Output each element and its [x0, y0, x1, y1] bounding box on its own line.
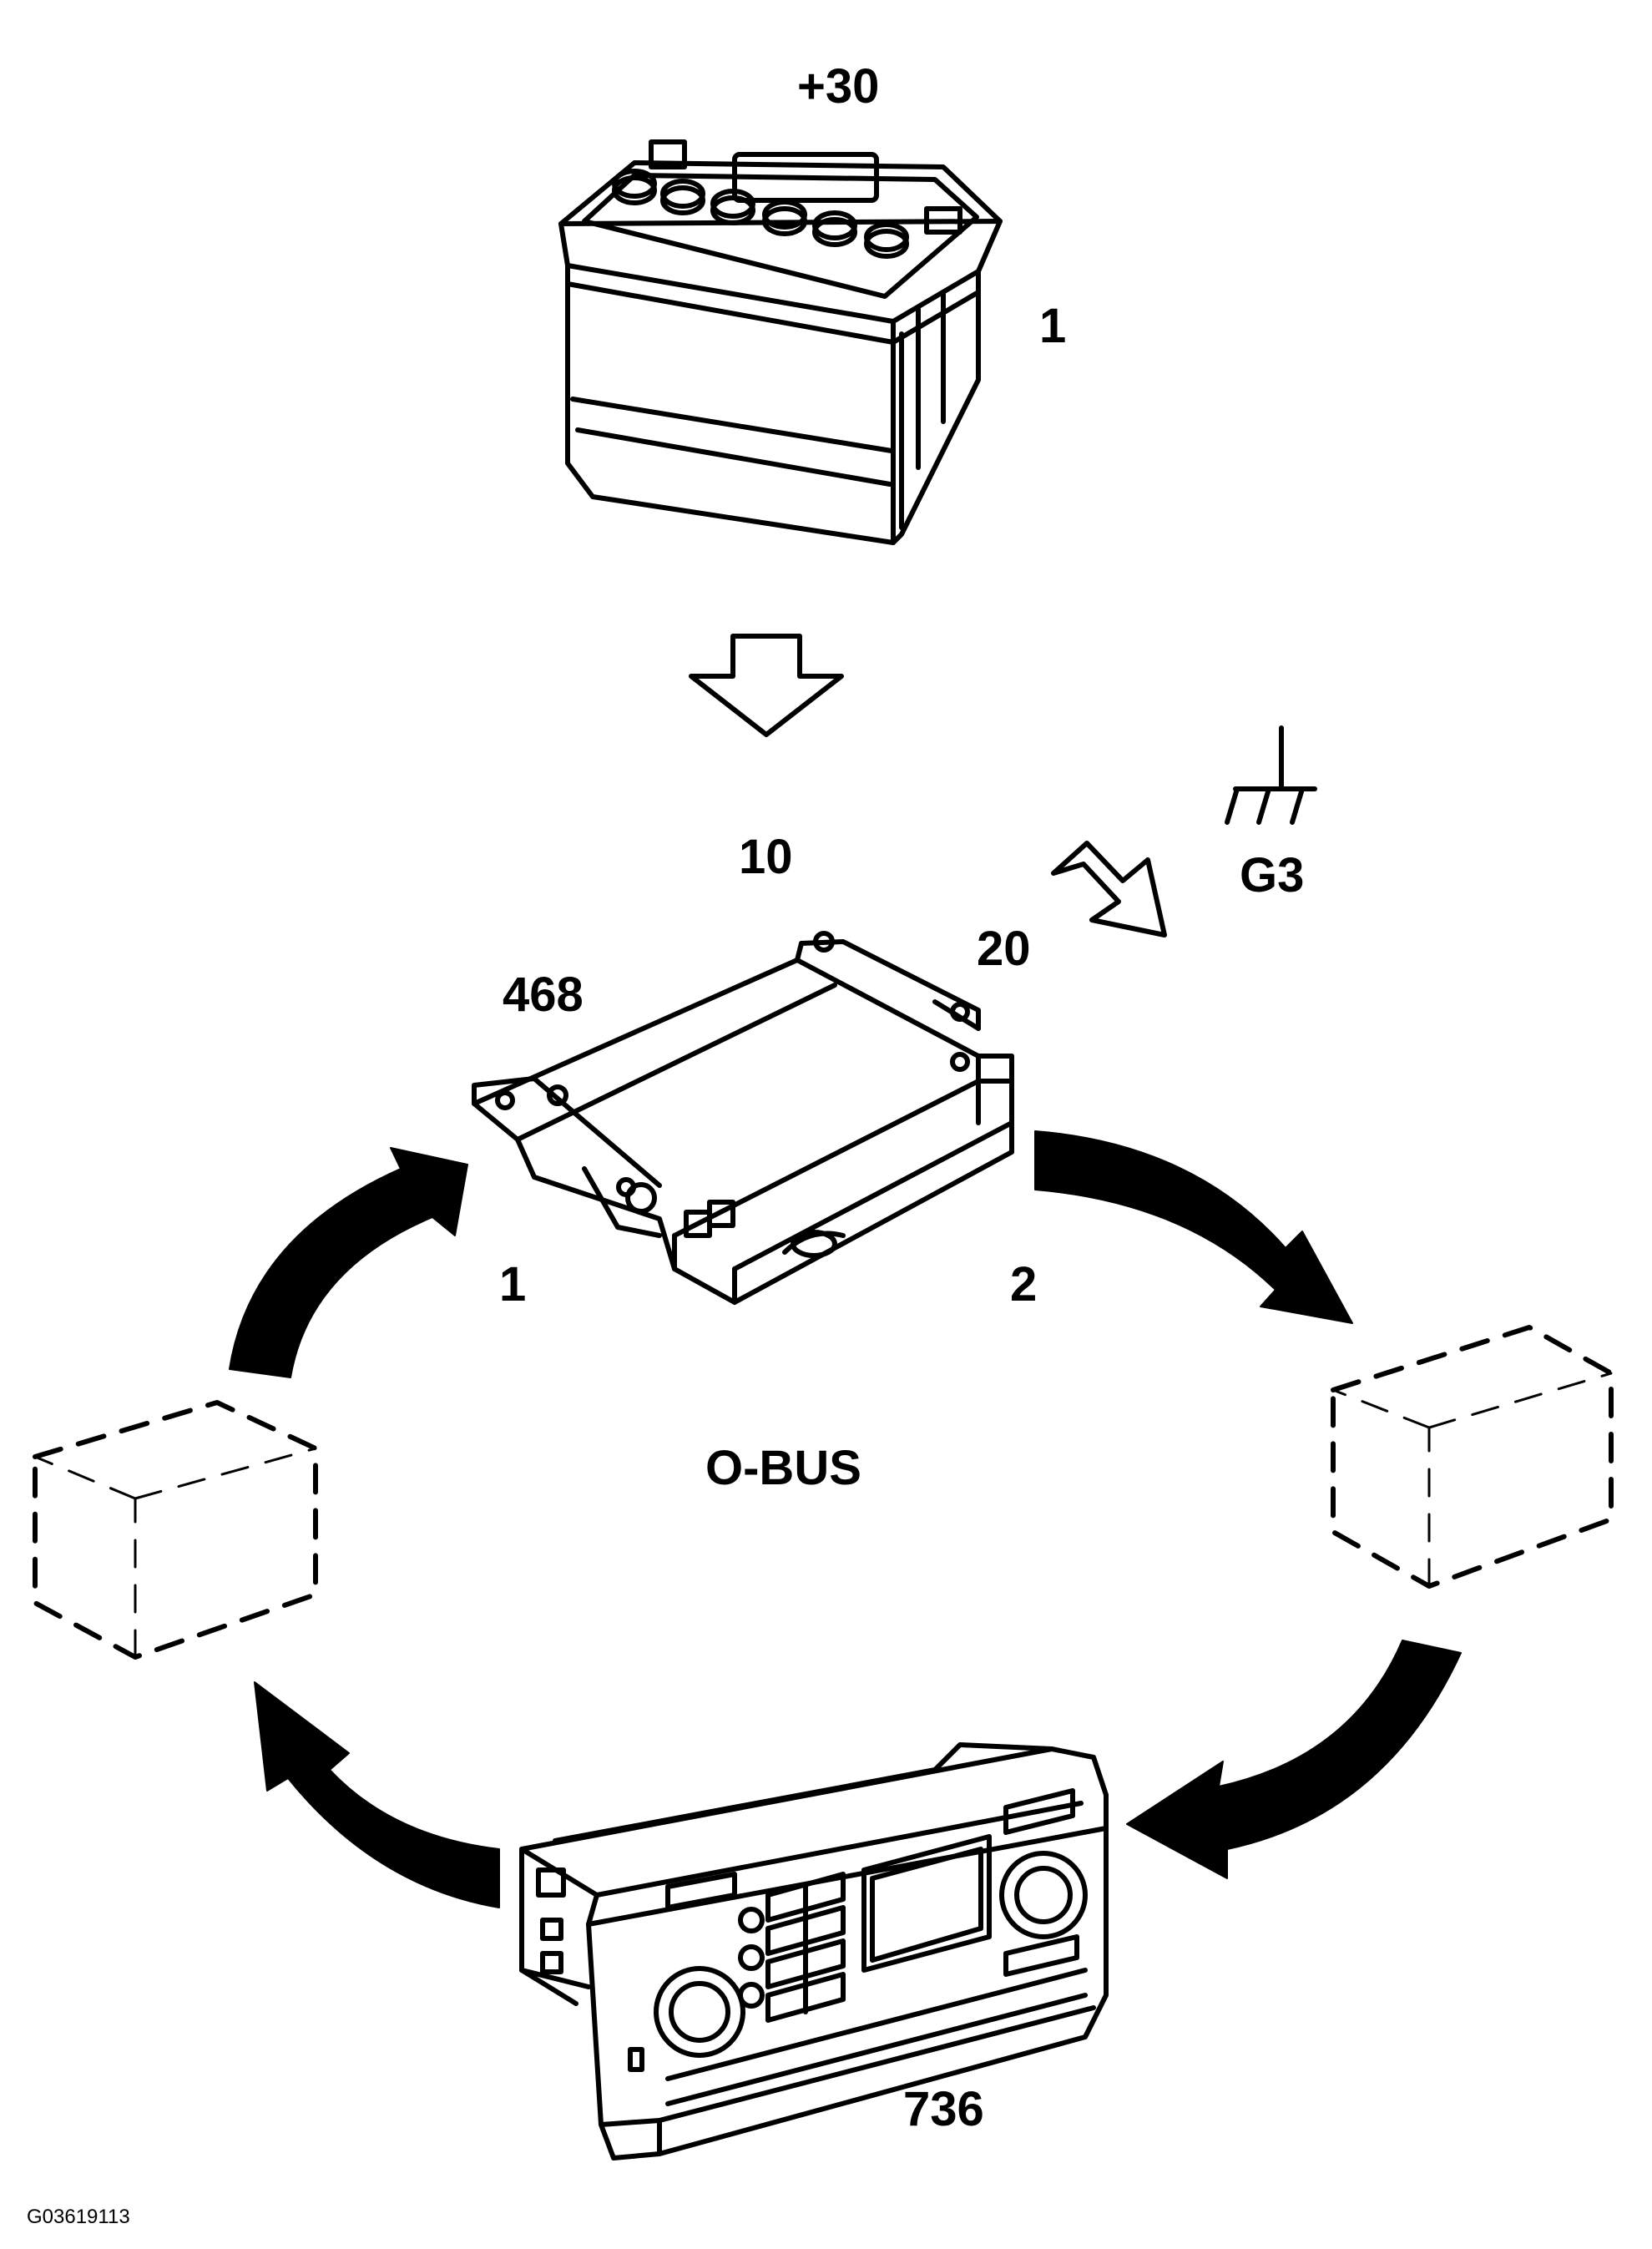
- bus-arrow-to-right-module-icon: [1034, 1130, 1353, 1324]
- module-box-right-icon: [1331, 1325, 1614, 1589]
- bus-name-label: O-BUS: [705, 1441, 861, 1495]
- control-unit-icon: [472, 931, 1014, 1305]
- battery-icon: [558, 139, 1003, 545]
- control-unit-pin-10-label: 10: [739, 830, 793, 884]
- bus-arrow-to-control-unit-icon: [229, 1147, 468, 1378]
- battery-number-label: 1: [1039, 299, 1067, 353]
- module-box-left-icon: [33, 1400, 318, 1660]
- radio-control-panel-icon: [519, 1742, 1109, 2161]
- control-unit-pin-20-label: 20: [977, 922, 1031, 976]
- bus-arrow-to-radio-icon: [1126, 1640, 1462, 1879]
- bus-arrow-to-left-module-icon: [254, 1681, 500, 1908]
- radio-number-label: 736: [903, 2082, 984, 2136]
- ground-name-label: G3: [1240, 848, 1305, 902]
- battery-terminal-label: +30: [797, 59, 880, 114]
- ground-arrow-icon: [1051, 841, 1167, 938]
- bus-port-2-label: 2: [1010, 1257, 1038, 1311]
- down-arrow-icon: [689, 634, 844, 737]
- control-unit-number-label: 468: [503, 968, 584, 1022]
- ground-icon: [1225, 725, 1317, 825]
- bus-port-1-label: 1: [499, 1257, 527, 1311]
- figure-code-label: G03619113: [27, 2206, 130, 2228]
